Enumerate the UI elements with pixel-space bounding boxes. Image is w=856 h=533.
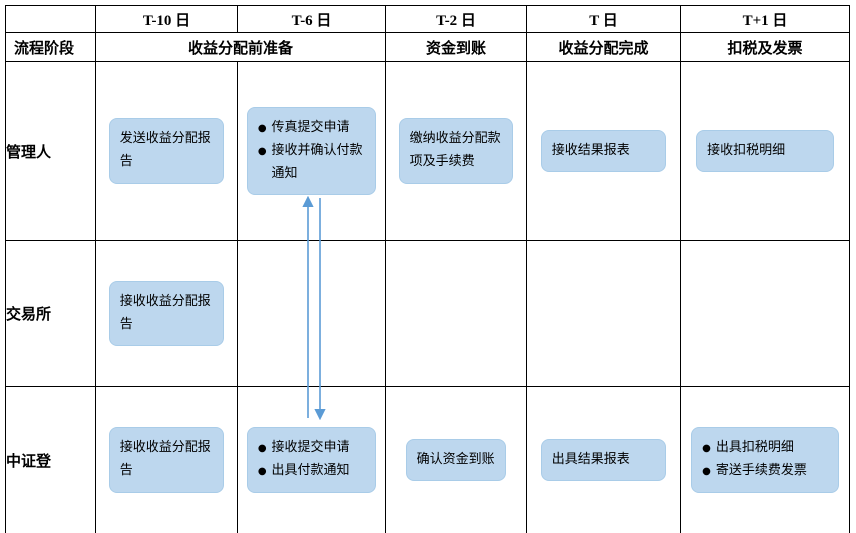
lane-label-csdc: 中证登: [5, 386, 96, 533]
bullet-item: ● 传真提交申请: [258, 117, 365, 140]
bullet-item: ● 接收并确认付款通知: [258, 140, 365, 186]
task-text: 缴纳收益分配款项及手续费: [409, 131, 501, 169]
task-text: 传真提交申请: [271, 119, 350, 135]
phase-tax-and-invoice: 扣税及发票: [680, 32, 850, 62]
corner-cell: [5, 5, 96, 33]
task-box-manager-t: 接收结果报表: [540, 129, 667, 173]
bullet-icon: ●: [257, 443, 267, 454]
time-header-row: T-10 日 T-6 日 T-2 日 T 日 T+1 日: [5, 5, 850, 33]
phase-funds-arrival: 资金到账: [385, 32, 527, 62]
task-box-manager-t2: 缴纳收益分配款项及手续费: [398, 118, 514, 184]
empty-cell: [680, 240, 850, 387]
empty-cell: [385, 240, 527, 387]
task-box-csdc-t1: ● 出具扣税明细 ● 寄送手续费发票: [691, 427, 839, 493]
time-header-t: T 日: [526, 5, 681, 33]
task-box-manager-t6: ● 传真提交申请 ● 接收并确认付款通知: [246, 106, 377, 196]
bullet-icon: ●: [702, 466, 711, 477]
lane-manager: 管理人 发送收益分配报告 ● 传真提交申请 ● 接收并确认付款通知 缴纳收益分配款项…: [5, 61, 850, 241]
task-text: 寄送手续费发票: [715, 463, 807, 478]
lane-label-manager: 管理人: [5, 61, 96, 241]
lane-exchange: 交易所 接收收益分配报告: [5, 240, 850, 387]
bullet-icon: ●: [257, 145, 267, 157]
task-text: 确认资金到账: [416, 451, 495, 467]
task-box-csdc-t10: 接收收益分配报告: [108, 427, 225, 493]
task-text: 接收提交申请: [271, 440, 350, 455]
phase-header-row: 流程阶段 收益分配前准备 资金到账 收益分配完成 扣税及发票: [5, 32, 850, 62]
task-text: 出具结果报表: [551, 451, 630, 467]
bullet-item: ● 寄送手续费发票: [702, 460, 828, 483]
time-header-t1: T+1 日: [680, 5, 850, 33]
bullet-item: ● 接收提交申请: [258, 437, 365, 460]
task-text: 出具付款通知: [271, 463, 350, 478]
task-box-manager-t10: 发送收益分配报告: [108, 118, 225, 184]
lane-label-exchange: 交易所: [5, 240, 96, 387]
task-text: 接收并确认付款通知: [271, 142, 363, 181]
task-text: 出具扣税明细: [715, 440, 794, 455]
time-header-t10: T-10 日: [95, 5, 238, 33]
empty-cell: [237, 240, 386, 387]
task-box-csdc-t2: 确认资金到账: [405, 438, 507, 482]
phase-pre-distribution-prep: 收益分配前准备: [95, 32, 386, 62]
lane-csdc: 中证登 接收收益分配报告 ● 接收提交申请 ● 出具付款通知 确认资金到账 出具结果…: [5, 386, 850, 533]
task-text: 接收收益分配报告: [119, 293, 211, 332]
task-box-csdc-t6: ● 接收提交申请 ● 出具付款通知: [246, 427, 377, 493]
task-box-manager-t1: 接收扣税明细: [696, 129, 834, 173]
task-text: 发送收益分配报告: [119, 131, 211, 169]
bullet-icon: ●: [257, 466, 267, 477]
task-text: 接收扣税明细: [707, 142, 786, 158]
stage-column-header: 流程阶段: [5, 32, 96, 62]
bullet-icon: ●: [257, 122, 267, 134]
bullet-item: ● 出具付款通知: [258, 460, 365, 483]
phase-distribution-complete: 收益分配完成: [526, 32, 681, 62]
process-flow-table: T-10 日 T-6 日 T-2 日 T 日 T+1 日 流程阶段 收益分配前准…: [5, 5, 850, 533]
empty-cell: [526, 240, 681, 387]
time-header-t2: T-2 日: [385, 5, 527, 33]
task-text: 接收结果报表: [551, 142, 630, 158]
task-text: 接收收益分配报告: [119, 440, 211, 478]
task-box-exchange-t10: 接收收益分配报告: [108, 280, 225, 347]
time-header-t6: T-6 日: [237, 5, 386, 33]
bullet-item: ● 出具扣税明细: [702, 437, 828, 460]
task-box-csdc-t: 出具结果报表: [540, 438, 667, 482]
bullet-icon: ●: [702, 443, 711, 454]
